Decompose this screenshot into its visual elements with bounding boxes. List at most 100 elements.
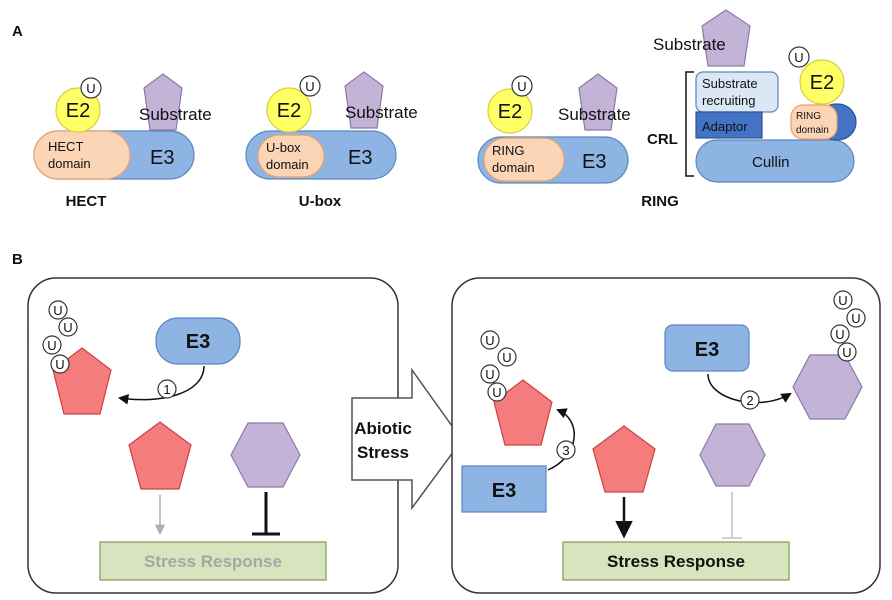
normal-ub-3-label: U <box>63 320 72 335</box>
hect-e2-label: E2 <box>66 100 90 122</box>
crl-substrate-shape <box>701 9 751 67</box>
stress-red-ub-1 <box>487 382 507 402</box>
crl-substrate-label: Substrate <box>653 35 726 54</box>
step-1-label: 1 <box>163 382 170 397</box>
stress-positive-regulator <box>592 425 656 493</box>
stress-red-ub-4-label: U <box>485 333 494 348</box>
normal-ubiquitin-chain: U U U U <box>42 300 78 374</box>
stress-purple-ub-1 <box>837 342 857 362</box>
hect-substrate-shape <box>143 73 183 131</box>
stress-purple-ub-4-label: U <box>838 293 847 308</box>
stress-red-ub-3 <box>497 347 517 367</box>
normal-ub-4-label: U <box>53 303 62 318</box>
stress-purple-ub-1-label: U <box>842 345 851 360</box>
ring-ligase: Substrate E3 RING domain E2 U RING <box>477 73 679 210</box>
stress-response-label: Stress Response <box>607 552 745 571</box>
hect-name: HECT <box>66 193 107 210</box>
hect-ubiquitin <box>80 77 102 99</box>
abiotic-stress-arrow-shape <box>351 367 463 511</box>
crl-ring-line2: domain <box>796 125 829 136</box>
stress-box-frame <box>451 277 881 594</box>
crl-bracket <box>685 71 694 177</box>
normal-ub-2 <box>42 335 62 355</box>
ubox-domain-line2: domain <box>266 157 309 172</box>
crl-recruit-line2: recruiting <box>702 93 755 108</box>
stress-purple-ub-3 <box>846 308 866 328</box>
ubox-name: U-box <box>299 193 342 210</box>
stress-negative-regulator <box>699 423 766 487</box>
hect-domain-line1: HECT <box>48 139 83 154</box>
ring-domain-line2: domain <box>492 160 535 175</box>
normal-ub-3 <box>58 317 78 337</box>
crl-adaptor-label: Adaptor <box>702 119 748 134</box>
stress-red-ubiquitin-chain: U U U U <box>480 330 517 402</box>
ring-substrate-shape <box>578 73 618 131</box>
step-3-label: 3 <box>562 443 569 458</box>
abiotic-stress-line2: Stress <box>357 443 409 462</box>
crl-ubiquitin <box>788 46 810 68</box>
ring-name: RING <box>641 193 679 210</box>
step-1-circle <box>157 379 177 399</box>
normal-negative-regulator <box>230 422 301 488</box>
hect-ubiquitin-label: U <box>86 81 95 96</box>
normal-e3-label: E3 <box>186 331 210 353</box>
normal-stress-response-box <box>99 541 327 581</box>
crl-recruit-line1: Substrate <box>702 76 758 91</box>
ubox-domain-line1: U-box <box>266 140 301 155</box>
stress-ubiquitination-arrow-3 <box>547 408 575 471</box>
stress-e3-lower-label: E3 <box>492 480 516 502</box>
ubox-ubiquitin-label: U <box>305 79 314 94</box>
step-2-label: 2 <box>746 393 753 408</box>
stress-condition-box: U U U U E3 3 E3 2 U U <box>451 277 881 594</box>
normal-condition-box: U U U U E3 1 Stress Response <box>27 277 399 594</box>
panel-a-label: A <box>12 23 23 40</box>
abiotic-stress-line1: Abiotic <box>354 419 412 438</box>
stress-purple-ub-2 <box>830 324 850 344</box>
normal-stress-response-label: Stress Response <box>144 552 282 571</box>
normal-e3 <box>155 317 241 365</box>
hect-domain-line2: domain <box>48 156 91 171</box>
ring-e3-label: E3 <box>582 151 606 173</box>
crl-adaptor <box>695 111 763 139</box>
step-2-circle <box>740 390 760 410</box>
ubox-domain <box>257 134 325 178</box>
crl-label: CRL <box>647 131 678 148</box>
crl-ubiquitin-label: U <box>794 50 803 65</box>
stress-purple-ubiquitin-chain: U U U U <box>830 290 866 362</box>
hect-substrate-label: Substrate <box>139 105 212 124</box>
stress-e3-upper-label: E3 <box>695 339 719 361</box>
ubox-e2-circle <box>266 87 312 133</box>
stress-response-box <box>562 541 790 581</box>
ring-ubiquitin <box>511 75 533 97</box>
ring-substrate-label: Substrate <box>558 105 631 124</box>
panel-b-label: B <box>12 251 23 268</box>
hect-ligase: Substrate E3 HECT domain E2 U HECT <box>33 73 212 210</box>
hect-e2-circle <box>55 87 101 133</box>
crl-cullin-label: Cullin <box>752 154 790 171</box>
crl-ring-line1: RING <box>796 111 821 122</box>
ubox-substrate-shape <box>344 71 384 129</box>
stress-e3-lower <box>461 465 547 513</box>
ring-e2-circle <box>487 88 533 134</box>
normal-ub-1-label: U <box>55 357 64 372</box>
ring-domain-line1: RING <box>492 143 525 158</box>
stress-red-ub-2 <box>480 364 500 384</box>
ubox-ubiquitin <box>299 75 321 97</box>
ubox-ligase: Substrate E3 U-box domain E2 U U-box <box>245 71 418 210</box>
ubox-substrate-label: Substrate <box>345 103 418 122</box>
normal-ubiquitination-arrow <box>117 365 205 405</box>
stress-red-ub-3-label: U <box>502 350 511 365</box>
ring-e2-label: E2 <box>498 101 522 123</box>
normal-ub-2-label: U <box>47 338 56 353</box>
step-3-circle <box>556 440 576 460</box>
stress-purple-ub-2-label: U <box>835 327 844 342</box>
stress-purple-ub-3-label: U <box>851 311 860 326</box>
ubox-e3-label: E3 <box>348 147 372 169</box>
abiotic-stress-arrow: Abiotic Stress <box>351 367 463 511</box>
ring-ubiquitin-label: U <box>517 79 526 94</box>
crl-e2-circle <box>799 59 845 105</box>
stress-purple-ub-4 <box>833 290 853 310</box>
normal-positive-regulator <box>128 421 192 490</box>
crl-ring-domain <box>790 104 838 140</box>
